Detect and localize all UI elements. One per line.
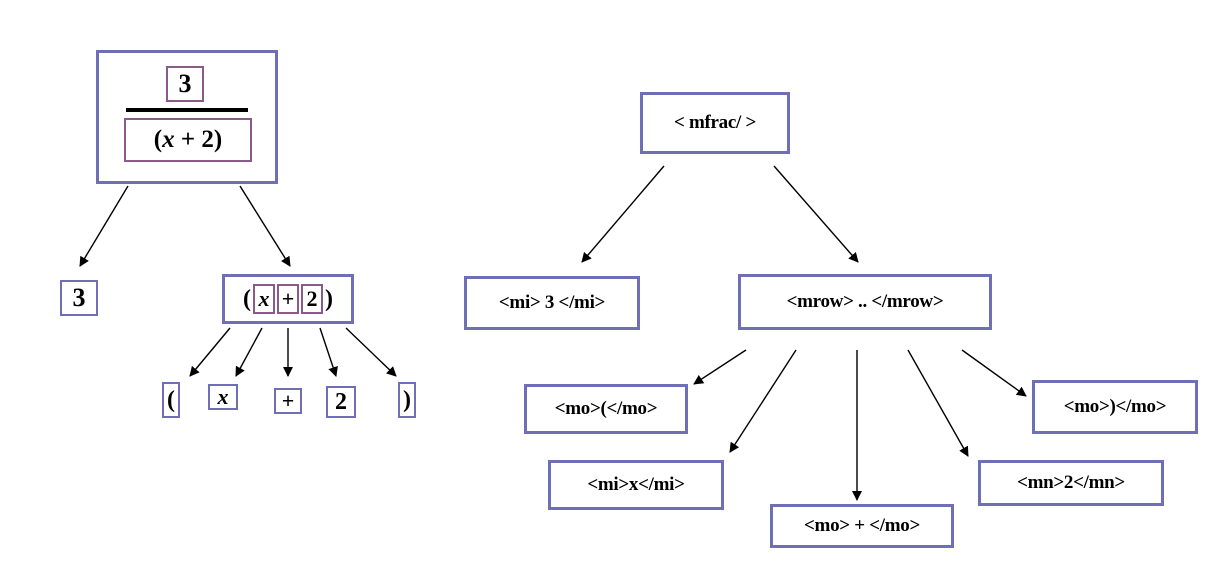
edge-mrow-to-mix [729,349,797,453]
edge-mrow-to-moclose [961,349,1027,397]
mo-open-node: <mo>(</mo> [524,384,688,434]
mo-close-node: <mo>)</mo> [1032,380,1198,434]
numerator-text: 3 [178,69,192,98]
edge-row-to-open [189,327,231,377]
mo-close-label: <mo>)</mo> [1063,396,1167,417]
edge-row-to-close [345,327,397,377]
denominator-open: ( [153,126,163,153]
mfrac-node: < mfrac/ > [640,92,790,154]
edge-mfrac-to-mi3 [581,165,665,263]
edge-frac-to-3 [79,185,129,267]
leaf-open-paren-text: ( [167,386,175,413]
row-num-box: 2 [301,284,323,314]
denominator-box: (x + 2) [124,118,252,162]
edge-mrow-to-moopen [693,349,747,385]
mi-3-label: <mi> 3 </mi> [498,292,606,313]
mrow-node: <mrow> .. </mrow> [738,274,992,330]
edge-row-to-2 [319,327,338,377]
edge-mfrac-to-mrow [773,165,859,263]
mn-2-node: <mn>2</mn> [978,460,1164,506]
mi-x-label: <mi>x</mi> [587,474,685,495]
fraction-bar [126,108,248,112]
numerator-box: 3 [166,66,204,102]
edge-row-to-x [235,327,263,377]
leaf-plus-text: + [281,388,295,413]
denominator-op: + [180,126,196,153]
mo-plus-label: <mo> + </mo> [804,515,920,536]
denominator-num: 2 [201,126,214,153]
leaf-open-paren: ( [162,382,180,418]
row-open: ( [243,285,251,312]
leaf-plus: + [274,388,302,414]
row-op-box: + [277,284,299,314]
mi-3-node: <mi> 3 </mi> [464,276,640,330]
leaf-3-text: 3 [72,283,86,312]
edge-mrow-to-mn2 [907,349,969,457]
row-close: ) [325,285,333,312]
mo-open-label: <mo>(</mo> [554,398,658,419]
leaf-x: x [208,384,238,410]
leaf-2: 2 [326,386,356,418]
mi-x-node: <mi>x</mi> [548,460,724,510]
denominator-close: ) [213,126,223,153]
mn-2-label: <mn>2</mn> [1017,472,1125,493]
mrow-label: <mrow> .. </mrow> [786,291,944,312]
row-var-box: x [253,284,275,314]
leaf-3-node: 3 [60,280,98,316]
leaf-close-paren-text: ) [403,386,411,413]
denominator-var: x [162,126,175,153]
leaf-x-text: x [217,384,229,409]
mfrac-label: < mfrac/ > [674,112,756,133]
leaf-2-text: 2 [335,388,347,415]
edge-frac-to-row [239,185,291,267]
leaf-close-paren: ) [398,382,416,418]
row-node: ( x + 2 ) [222,274,354,324]
mo-plus-node: <mo> + </mo> [770,504,954,548]
